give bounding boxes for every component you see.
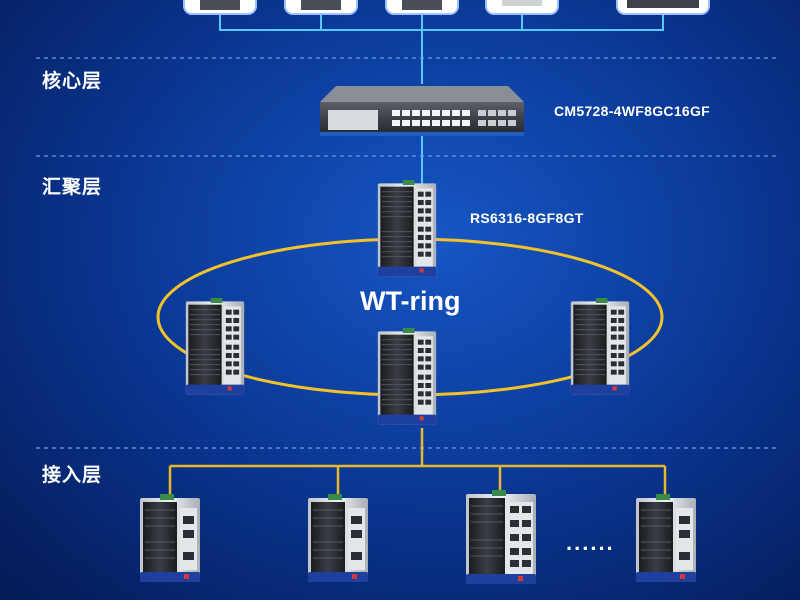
ring-switch-left-icon [185,298,245,396]
top-device-1-icon [183,0,257,15]
aggregation-layer-label: 汇聚层 [42,176,103,198]
core-switch-model: CM5728-4WF8GC16GF [554,103,711,119]
access-switch-2-icon [308,494,368,583]
aggregation-switch-model: RS6316-8GF8GT [470,210,584,226]
aggregation-switch-icon [377,180,437,278]
top-device-3-icon [385,0,459,15]
access-switch-4-icon [636,494,696,583]
access-bus [168,428,667,498]
ring-switch-right-icon [570,298,630,396]
layer-dividers [36,57,780,449]
access-more-ellipsis: ...... [566,530,615,555]
core-switch-icon [320,86,524,136]
access-switch-3-icon [466,490,536,585]
ring-label: WT-ring [360,286,461,316]
access-switch-1-icon [140,494,200,583]
top-device-2-icon [284,0,358,15]
top-device-5-icon [616,0,710,15]
top-device-4-icon [485,0,559,15]
ring-switch-center-icon [377,328,437,426]
core-layer-label: 核心层 [42,70,103,92]
access-layer-label: 接入层 [42,464,103,486]
top-uplinks [219,14,664,186]
